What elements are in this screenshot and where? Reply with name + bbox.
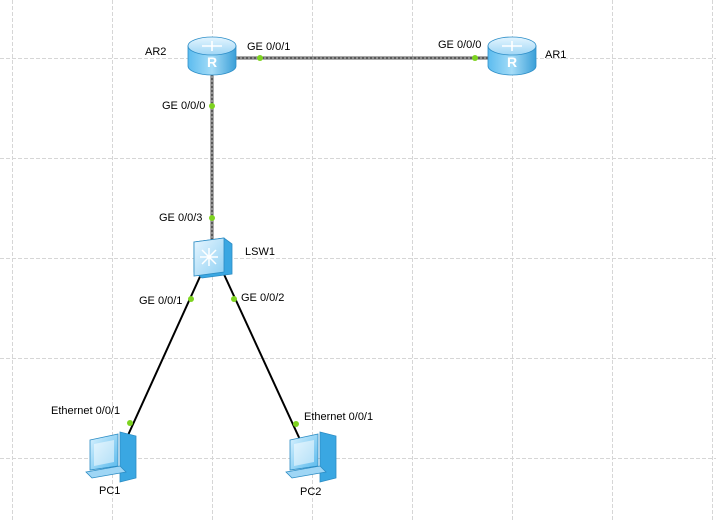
port-label-lsw1-ge001: GE 0/0/1: [139, 295, 183, 307]
port-label-pc1-eth001: Ethernet 0/0/1: [51, 405, 121, 417]
pc1-icon[interactable]: [85, 431, 137, 483]
port-dot-ar2-ge001: [257, 55, 263, 61]
router-ar1-icon[interactable]: R: [487, 36, 537, 76]
port-dot-lsw1-ge002: [231, 296, 237, 302]
device-label-lsw1: LSW1: [245, 246, 275, 258]
router-ar2-icon[interactable]: R: [187, 36, 237, 76]
pc2-icon[interactable]: [285, 431, 337, 483]
port-dot-ar1-ge000: [472, 55, 478, 61]
port-dot-pc1-eth: [127, 420, 133, 426]
device-label-ar2: AR2: [145, 46, 167, 58]
port-label-pc2-eth001: Ethernet 0/0/1: [304, 411, 374, 423]
port-label-lsw1-ge002: GE 0/0/2: [241, 292, 285, 304]
port-dots: [127, 55, 478, 427]
svg-text:R: R: [207, 54, 217, 70]
port-dot-lsw1-ge003: [209, 215, 215, 221]
port-label-ar1-ge000: GE 0/0/0: [438, 39, 482, 51]
port-dot-lsw1-ge001: [188, 296, 194, 302]
port-label-ar2-ge000: GE 0/0/0: [162, 100, 206, 112]
device-label-ar1: AR1: [545, 49, 567, 61]
device-label-pc2: PC2: [300, 486, 322, 498]
port-dot-pc2-eth: [293, 421, 299, 427]
switch-lsw1-icon[interactable]: [193, 237, 233, 279]
device-label-pc1: PC1: [99, 485, 121, 497]
port-label-lsw1-ge003: GE 0/0/3: [159, 212, 203, 224]
svg-text:R: R: [507, 54, 517, 70]
port-dot-ar2-ge000: [209, 103, 215, 109]
port-label-ar2-ge001: GE 0/0/1: [247, 41, 291, 53]
